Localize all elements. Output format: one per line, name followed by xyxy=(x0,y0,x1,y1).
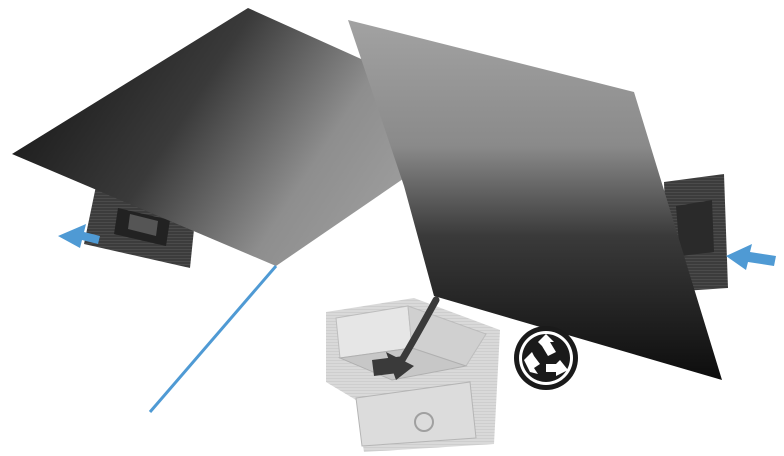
arrow-left-icon xyxy=(58,224,100,248)
step-divider-line xyxy=(148,265,278,413)
right-step-panel xyxy=(326,20,776,452)
recycle-icon xyxy=(514,326,578,390)
box-recycle-mark xyxy=(414,412,434,432)
arrow-into-box-icon xyxy=(386,296,440,380)
arrow-left-icon xyxy=(726,244,776,270)
right-panel-sheet xyxy=(348,20,722,380)
open-box-icon xyxy=(326,298,500,452)
